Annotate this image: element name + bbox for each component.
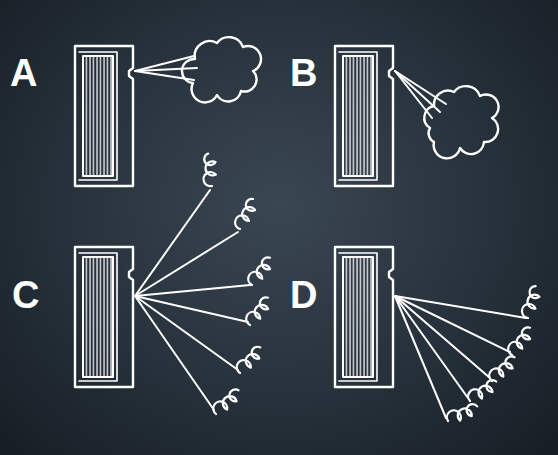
nozzle-b	[335, 46, 393, 186]
nozzle-d	[335, 247, 393, 387]
nozzle-a	[75, 46, 133, 186]
spray-c	[135, 190, 250, 410]
panel-letter: C	[12, 276, 39, 314]
spray-b	[395, 71, 499, 158]
panel-letter: D	[290, 276, 317, 314]
spray-a	[135, 37, 261, 102]
panel-letter: A	[10, 54, 37, 92]
nozzle-c	[75, 247, 133, 387]
panel-letter: B	[290, 54, 317, 92]
spray-d	[395, 296, 526, 418]
